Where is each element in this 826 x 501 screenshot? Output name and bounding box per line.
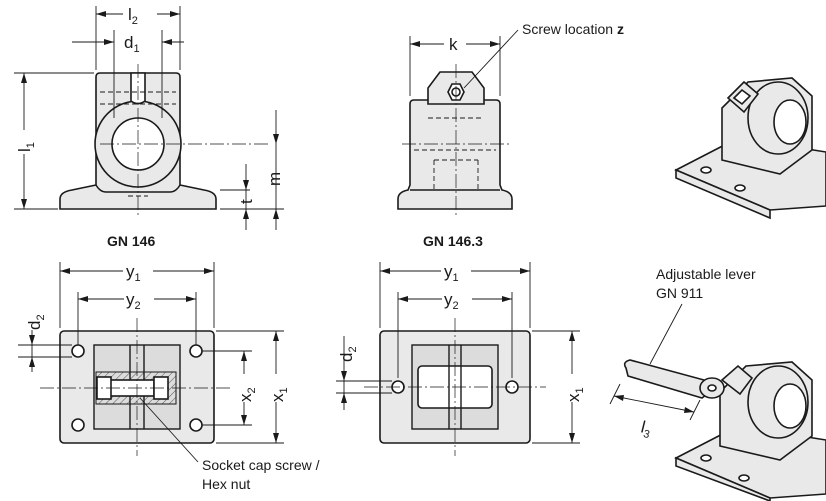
dim-x1-left: x1: [268, 387, 290, 402]
gn146-plan-view: y1 y2 d2 x2 x1 Socket cap screw /: [18, 261, 320, 492]
iso-view-gn146-lever: Adjustable lever GN 911 l3: [609, 266, 826, 501]
socket-cap-label-2: Hex nut: [202, 476, 250, 492]
iso-view-gn1463: [674, 77, 826, 220]
dim-y1-mid: y1: [444, 262, 459, 284]
dim-x2: x2: [236, 387, 258, 402]
gn1463-side-view: k Screw location z: [397, 21, 624, 216]
socket-cap-label-1: Socket cap screw /: [202, 457, 320, 473]
dim-x1-mid: x1: [564, 387, 586, 402]
dim-l2: l2: [128, 5, 138, 27]
dim-d2-mid: d2: [337, 346, 359, 362]
dim-t: t: [237, 199, 256, 204]
dim-d2-left: d2: [25, 314, 47, 330]
lever-label-1: Adjustable lever: [656, 266, 756, 282]
dim-y2-mid: y2: [444, 290, 459, 312]
caption-gn146: GN 146: [107, 233, 155, 249]
screw-location-label: Screw location z: [522, 21, 624, 37]
dim-m: m: [265, 172, 284, 186]
dim-l3: l3: [638, 417, 653, 441]
caption-gn1463: GN 146.3: [423, 233, 483, 249]
dim-y1-left: y1: [126, 262, 141, 284]
gn146-front-view: l2 d1 l1 m t: [10, 4, 284, 230]
dim-l1: l1: [15, 142, 37, 152]
dim-d1: d1: [124, 33, 140, 55]
dim-k: k: [449, 35, 458, 54]
lever-label-2: GN 911: [656, 285, 703, 301]
gn1463-plan-view: y1 y2 d2 x1: [336, 261, 586, 456]
dim-y2-left: y2: [126, 290, 141, 312]
